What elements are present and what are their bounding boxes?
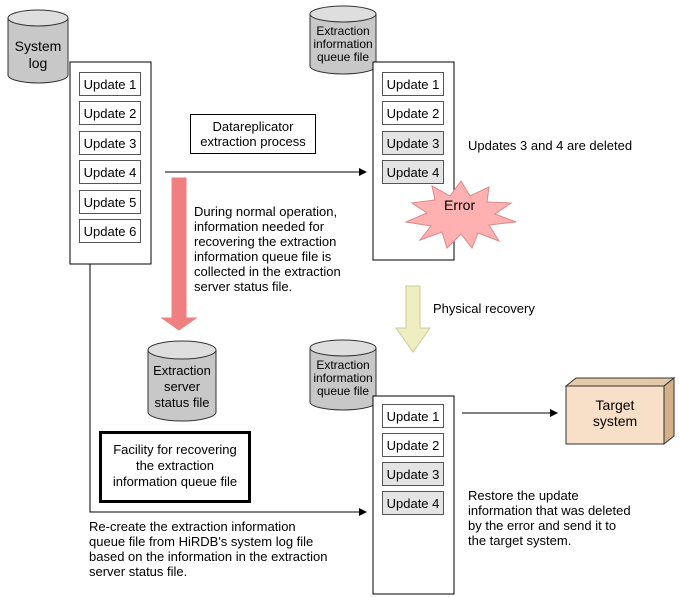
bottom-queue-update-3: Update 3 — [382, 462, 444, 486]
facility-box: Facility for recovering the extraction i… — [99, 431, 251, 503]
server-status-file-cylinder — [147, 340, 217, 422]
deleted-note: Updates 3 and 4 are deleted — [468, 138, 633, 153]
queue-file-bottom-cylinder — [309, 339, 377, 411]
bottom-queue-update-1: Update 1 — [382, 404, 444, 428]
target-system-label: Target system — [592, 397, 638, 429]
top-queue-update-4: Update 4 — [382, 160, 444, 184]
restore-note: Restore the update information that was … — [468, 488, 631, 548]
log-update-3: Update 3 — [79, 131, 141, 155]
queue-file-bottom-label: Extraction information queue file — [313, 358, 373, 398]
top-queue-update-2: Update 2 — [382, 101, 444, 125]
normal-operation-note: During normal operation, information nee… — [194, 204, 341, 294]
physical-recovery-arrow — [395, 285, 431, 353]
target-system-box — [564, 376, 676, 446]
log-update-2: Update 2 — [79, 101, 141, 125]
recreate-arrow — [89, 264, 367, 516]
recreate-note: Re-create the extraction information que… — [89, 519, 328, 579]
log-update-5: Update 5 — [79, 190, 141, 214]
error-label: Error — [444, 197, 476, 213]
log-update-4: Update 4 — [79, 160, 141, 184]
collect-arrow — [160, 177, 198, 331]
queue-file-top-label: Extraction information queue file — [313, 24, 373, 64]
system-log-cylinder — [7, 9, 69, 84]
log-update-1: Update 1 — [79, 72, 141, 96]
extraction-process-box: Datareplicator extraction process — [190, 114, 316, 154]
bottom-queue-update-4: Update 4 — [382, 491, 444, 515]
bottom-queue-update-2: Update 2 — [382, 433, 444, 457]
physical-recovery-label: Physical recovery — [433, 301, 535, 316]
log-update-6: Update 6 — [79, 219, 141, 243]
server-status-file-label: Extraction server status file — [153, 363, 211, 410]
system-log-label: System log — [14, 38, 62, 71]
top-queue-update-3: Update 3 — [382, 131, 444, 155]
top-queue-update-1: Update 1 — [382, 72, 444, 96]
error-burst — [404, 180, 517, 249]
